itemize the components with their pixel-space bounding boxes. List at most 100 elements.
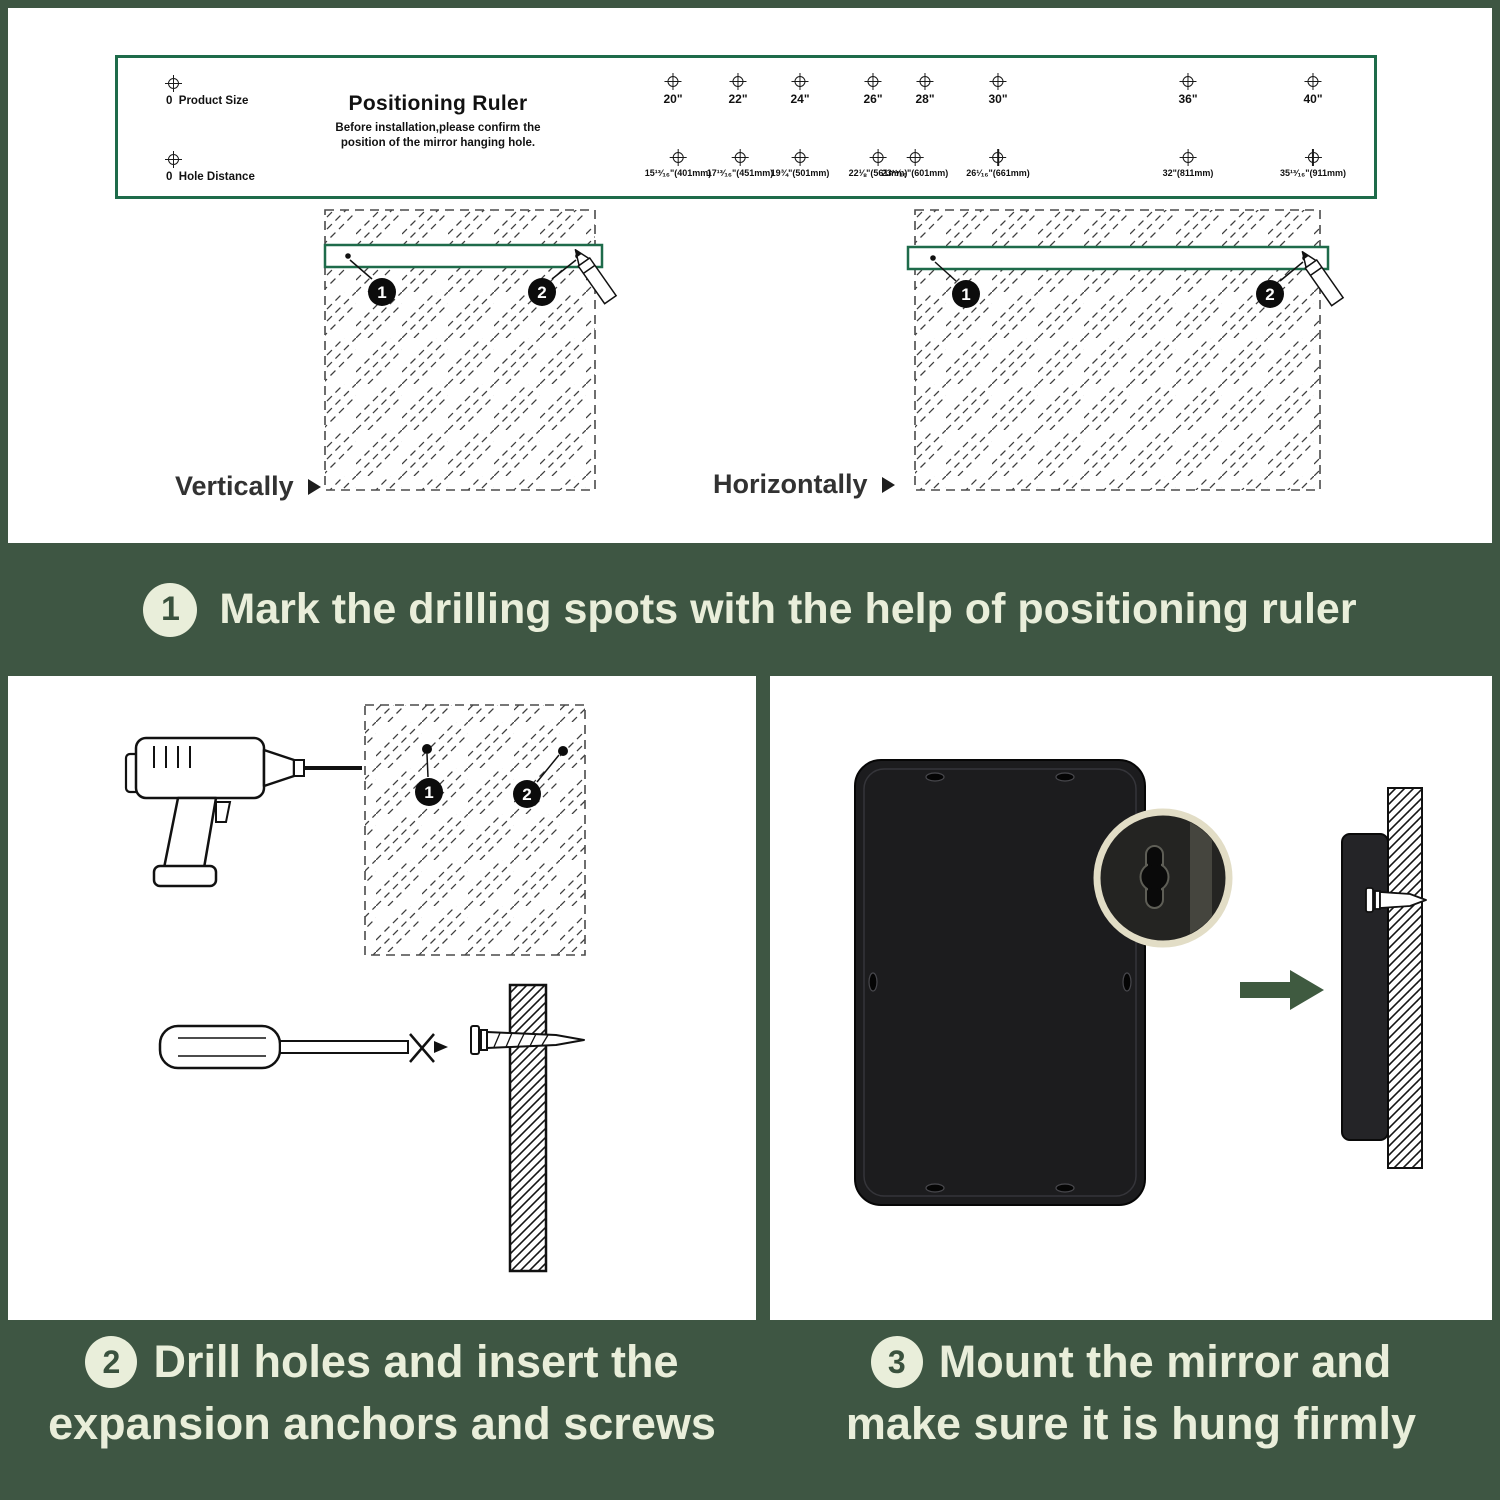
drill-spot-dot [422, 744, 432, 754]
positioning-ruler-box: 0 Product Size 0 Hole Distance Positioni… [115, 55, 1377, 199]
marker-pen-icon [1301, 250, 1345, 307]
distance-mark: 22⅛"(561mm) [848, 149, 908, 178]
magnifier-keyhole-detail [1093, 808, 1233, 948]
ruler-bar [323, 243, 604, 269]
keyhole-icon [1055, 772, 1075, 782]
crosshair-icon [864, 73, 882, 90]
marker-1-badge: 1 [952, 280, 980, 308]
keyhole-icon [868, 972, 878, 992]
horizontal-label: Horizontally [713, 469, 868, 499]
distance-label: 26¹⁄₁₆"(661mm) [966, 168, 1030, 178]
svg-text:1: 1 [424, 783, 433, 802]
size-mark: 40" [1303, 73, 1323, 106]
keyhole-icon [925, 772, 945, 782]
distance-mark: 17¹³⁄₁₆"(451mm) [706, 149, 774, 178]
drill-spot-dot [558, 746, 568, 756]
arrow-right-icon [307, 478, 321, 495]
keyhole-icon [925, 1183, 945, 1193]
ruler-subtitle-line2: position of the mirror hanging hole. [340, 136, 536, 149]
size-label: 40" [1303, 92, 1323, 106]
wall-area [364, 704, 586, 956]
horizontal-mounting-diagram: 1 2 [906, 209, 1345, 491]
step3-number-badge: 3 [870, 1336, 923, 1388]
crosshair-icon [165, 75, 182, 92]
svg-text:2: 2 [522, 785, 531, 804]
distance-mark: 15¹³⁄₁₆"(401mm) [644, 149, 712, 178]
crosshair-icon [916, 73, 934, 90]
step2-text-line2: expansion anchors and screws [48, 1398, 716, 1449]
wall-anchor-screw [470, 983, 585, 1273]
size-label: 36" [1178, 92, 1198, 106]
marker-1-badge: 1 [368, 278, 396, 306]
wall-cross-section [508, 983, 548, 1273]
crosshair-icon [669, 149, 687, 166]
size-label: 24" [790, 92, 810, 106]
distance-label: 19¾"(501mm) [770, 168, 830, 178]
mount-step-panel [770, 676, 1492, 1320]
wall-cross-section [1387, 787, 1423, 1169]
drill-step-illustration: 1 2 [124, 704, 586, 1273]
size-mark: 36" [1178, 73, 1198, 106]
size-mark: 22" [728, 73, 748, 106]
crosshair-icon [869, 149, 887, 166]
svg-text:1: 1 [961, 285, 970, 304]
distance-mark: 19¾"(501mm) [770, 149, 830, 178]
step2-caption: 2 Drill holes and insert the expansion a… [8, 1336, 756, 1450]
distance-label: 35¹³⁄₁₆"(911mm) [1279, 168, 1347, 178]
mirror-back-view [854, 759, 1146, 1206]
vertical-label: Vertically [175, 471, 294, 501]
step1-text: Mark the drilling spots with the help of… [219, 585, 1357, 633]
crosshair-icon [165, 151, 182, 168]
marker-2-badge: 2 [513, 780, 541, 808]
hole-distance-legend: 0 Hole Distance [165, 151, 255, 183]
marker-2-badge: 2 [1256, 280, 1284, 308]
mirror-side-view [1341, 833, 1389, 1141]
marker-1-badge: 1 [415, 778, 443, 806]
vertical-mounting-diagram: 1 2 [323, 209, 618, 491]
drill-step-panel: 1 2 [8, 676, 756, 1320]
distance-label: 15¹³⁄₁₆"(401mm) [644, 168, 712, 178]
crosshair-icon [791, 73, 809, 90]
screwdriver-icon [158, 1024, 448, 1070]
svg-text:1: 1 [377, 283, 386, 302]
step1-caption: 1 Mark the drilling spots with the help … [0, 543, 1500, 676]
drill-icon [124, 736, 362, 888]
hole-distance-label: 0 Hole Distance [166, 171, 255, 183]
step3-text-line2: make sure it is hung firmly [845, 1398, 1417, 1449]
crosshair-icon [989, 149, 1007, 166]
size-mark: 26" [863, 73, 883, 106]
distance-label: 32"(811mm) [1162, 168, 1214, 178]
crosshair-icon [989, 73, 1007, 90]
step3-text-line1: Mount the mirror and [938, 1336, 1392, 1387]
size-mark: 28" [915, 73, 935, 106]
distance-mark: 23¹¹⁄₁₆"(601mm) [882, 149, 948, 178]
size-mark: 30" [988, 73, 1008, 106]
step2-number-badge: 2 [85, 1336, 138, 1388]
wall-mounted-side-view [1341, 787, 1427, 1169]
distance-label: 17¹³⁄₁₆"(451mm) [706, 168, 774, 178]
step3-caption: 3 Mount the mirror and make sure it is h… [770, 1336, 1492, 1450]
ruler-title-block: Positioning Ruler Before installation,pl… [268, 92, 608, 151]
crosshair-icon [731, 149, 749, 166]
size-mark: 20" [663, 73, 683, 106]
mount-step-illustration [854, 759, 1427, 1206]
vertical-label-row: Vertically [175, 471, 321, 502]
size-label: 22" [728, 92, 748, 106]
arrow-right-icon [1240, 970, 1324, 1010]
ruler-title: Positioning Ruler [348, 92, 528, 115]
crosshair-icon [729, 73, 747, 90]
size-mark: 24" [790, 73, 810, 106]
distance-mark: 32"(811mm) [1162, 149, 1214, 178]
crosshair-icon [1304, 73, 1322, 90]
product-size-label: 0 Product Size [166, 95, 249, 107]
svg-text:2: 2 [537, 283, 546, 302]
crosshair-icon [1304, 149, 1322, 166]
crosshair-icon [664, 73, 682, 90]
distance-label: 22⅛"(561mm) [848, 168, 908, 178]
size-label: 20" [663, 92, 683, 106]
crosshair-icon [791, 149, 809, 166]
crosshair-icon [1179, 149, 1197, 166]
crosshair-icon [1179, 73, 1197, 90]
horizontal-label-row: Horizontally [713, 469, 895, 500]
svg-text:2: 2 [1265, 285, 1274, 304]
